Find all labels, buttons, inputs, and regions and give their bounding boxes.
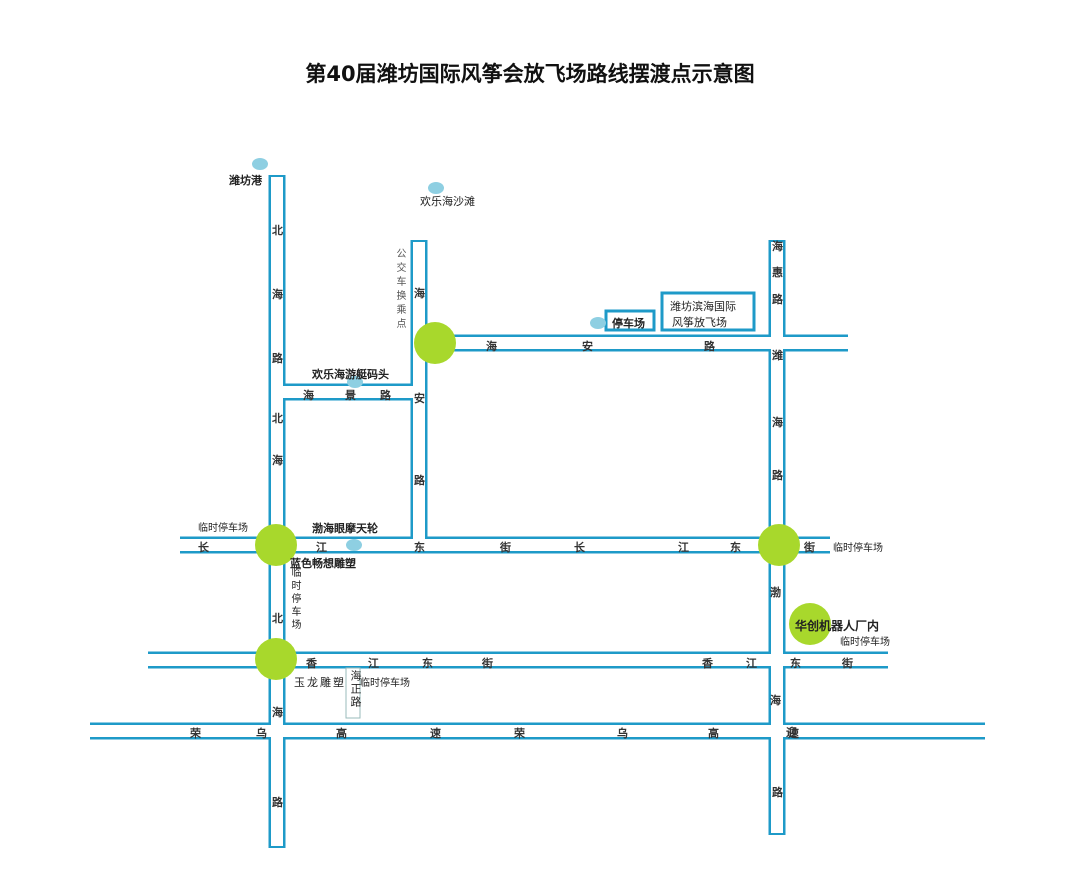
haizheng-road-box	[345, 667, 361, 719]
poi-temp-parking-yulong: 临时停车场	[360, 678, 410, 689]
road-label-xiangjiang: 街	[842, 657, 853, 670]
road-label-rongwu: 高	[336, 727, 347, 740]
poi-bus-transfer: 公交车换乘点	[394, 248, 405, 332]
poi-dot-1	[428, 182, 444, 194]
poi-sculpture: 蓝色畅想雕塑	[290, 557, 356, 570]
road-label-haijing: 海	[303, 389, 314, 402]
road-label-xiangjiang: 东	[790, 657, 801, 670]
road-label-beihai_4: 海	[272, 706, 283, 719]
road-label-changjiang: 街	[500, 541, 511, 554]
road-label-right_mid: 海	[772, 416, 783, 429]
road-label-haian_h: 安	[582, 340, 593, 353]
poi-temp-parking-right: 临时停车场	[833, 543, 883, 554]
road-label-xiangjiang: 香	[702, 657, 713, 670]
poi-weifang-port: 潍坊港	[229, 174, 262, 187]
poi-huanle-beach: 欢乐海沙滩	[420, 195, 475, 208]
road-label-changjiang: 东	[730, 541, 741, 554]
road-label-beihai_1: 海	[272, 288, 283, 301]
road-label-right_low: 迎	[786, 726, 797, 739]
road-label-right_low: 海	[770, 694, 781, 707]
road-label-haijing: 路	[380, 389, 391, 402]
road-label-changjiang: 东	[414, 541, 425, 554]
road-label-beihai_1: 路	[272, 352, 283, 365]
road-label-haijing: 景	[345, 389, 356, 402]
road-label-xiangjiang: 东	[422, 657, 433, 670]
poi-kite-field-line1: 潍坊滨海国际	[670, 300, 736, 313]
parking-box	[604, 309, 656, 332]
poi-yacht-pier: 欢乐海游艇码头	[312, 368, 389, 381]
shuttle-point-2	[758, 524, 800, 566]
road-label-xiangjiang: 香	[306, 657, 317, 670]
road-label-xiangjiang: 江	[368, 657, 379, 670]
poi-parking: 停车场	[612, 317, 645, 330]
road-label-beihai_1: 北	[272, 224, 283, 237]
road-label-rongwu: 乌	[256, 727, 267, 740]
road-label-right_mid: 潍	[772, 349, 783, 362]
poi-dot-2	[347, 376, 363, 388]
road-label-changjiang: 长	[198, 541, 209, 554]
road-label-beihai_3: 北	[272, 612, 283, 625]
road-label-beihai_2: 海	[272, 454, 283, 467]
road-label-haian_v: 海	[414, 287, 425, 300]
poi-yulong: 玉龙雕塑	[294, 676, 346, 689]
road-label-rongwu: 荣	[190, 727, 201, 740]
poi-dot-0	[252, 158, 268, 170]
shuttle-point-0	[414, 322, 456, 364]
road-label-haian_h: 路	[704, 340, 715, 353]
road-label-haihui: 路	[772, 293, 783, 306]
road-label-haian_v: 安	[414, 392, 425, 405]
poi-temp-parking-huachuang: 临时停车场	[840, 637, 890, 648]
road-label-xiangjiang: 街	[482, 657, 493, 670]
road-label-beihai_4: 路	[272, 796, 283, 809]
road-label-right_mid: 路	[772, 469, 783, 482]
road-label-rongwu: 荣	[514, 727, 525, 740]
road-label-changjiang: 江	[678, 541, 689, 554]
road-label-rongwu: 乌	[617, 727, 628, 740]
road-label-changjiang: 长	[574, 541, 585, 554]
map-title: 第40届潍坊国际风筝会放飞场路线摆渡点示意图	[305, 62, 755, 86]
road-label-right_low: 路	[772, 786, 783, 799]
shuttle-point-3	[255, 638, 297, 680]
road-label-changjiang: 街	[804, 541, 815, 554]
road-label-haian_v: 路	[414, 474, 425, 487]
road-label-rongwu: 速	[430, 727, 441, 740]
road-label-haizheng: 海正路	[349, 670, 362, 709]
road-label-right_low: 渤	[770, 586, 781, 599]
road-label-rongwu: 速	[788, 727, 799, 740]
shuttle-point-4	[789, 603, 831, 645]
road-label-beihai_2: 北	[272, 412, 283, 425]
poi-dot-3	[346, 539, 362, 551]
poi-dot-4	[590, 317, 606, 329]
poi-temp-parking-vertical: 临时停车场	[289, 567, 300, 632]
shuttle-point-1	[255, 524, 297, 566]
road-label-rongwu: 高	[708, 727, 719, 740]
road-label-haihui: 海	[772, 240, 783, 253]
road-label-haian_h: 海	[486, 340, 497, 353]
poi-kite-field-line2: 风筝放飞场	[672, 316, 727, 329]
road-label-xiangjiang: 江	[746, 657, 757, 670]
road-label-haihui: 惠	[772, 266, 783, 279]
kite-field-box	[660, 291, 756, 332]
poi-temp-parking-left: 临时停车场	[198, 523, 248, 534]
road-label-changjiang: 江	[316, 541, 327, 554]
poi-huachuang: 华创机器人厂内	[795, 619, 880, 633]
poi-ferris-wheel: 渤海眼摩天轮	[312, 522, 378, 535]
